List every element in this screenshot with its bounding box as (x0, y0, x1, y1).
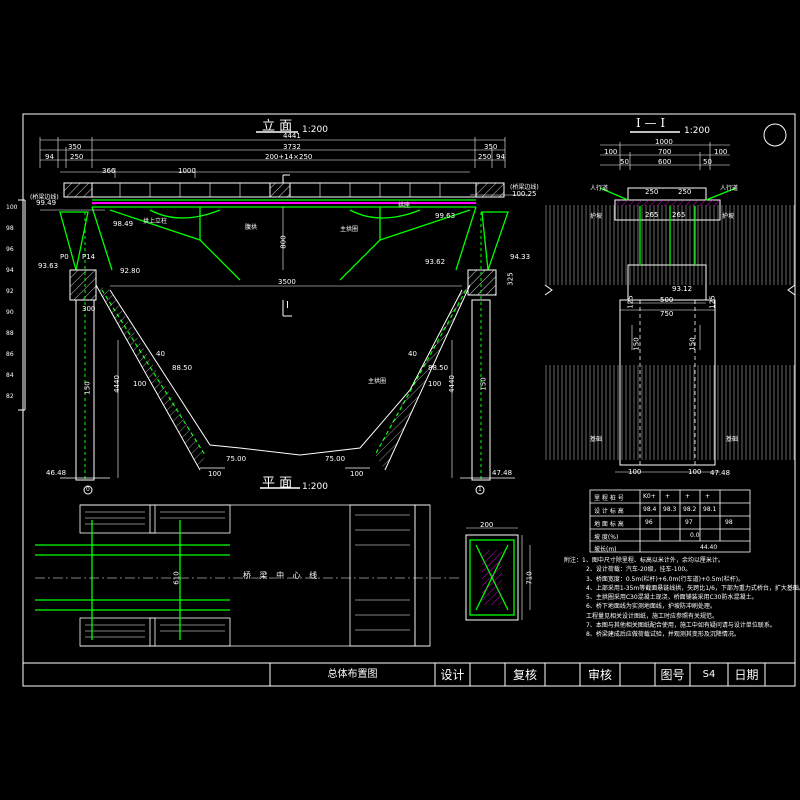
elevation-title: 立 面 (262, 119, 293, 134)
ruler-tick: 96 (6, 246, 14, 253)
ruler-tick: 94 (6, 267, 14, 274)
plan-title: 平 面 (262, 476, 293, 491)
section-view (544, 131, 796, 473)
ruler-tick: 92 (6, 288, 14, 295)
note-line: 6、桥下地面线为实测地面线，护坡防冲刷处理。 (586, 603, 716, 611)
title-block-dividers (269, 663, 766, 686)
plan-view (35, 487, 531, 647)
elevation-scale: 1:200 (302, 125, 328, 135)
scale-ruler: 100 98 96 94 92 90 88 86 84 82 (6, 197, 17, 407)
note-line: 4、上部采用1-35m等截面悬链线拱，矢跨比1/6，下部为重力式桥台，扩大基础。 (586, 584, 800, 592)
elevation-table (589, 489, 751, 553)
ruler-tick: 88 (6, 330, 14, 337)
drawing-no: S4 (702, 669, 716, 680)
note-line: 8、桥梁建成后应做荷载试验，并观测其变形及沉降情况。 (586, 631, 740, 639)
design-label: 设计 (440, 668, 465, 682)
note-line: 2、设计荷载：汽车-20级，挂车-100。 (586, 566, 692, 574)
ruler-tick: 84 (6, 372, 14, 379)
drawing-name: 总体布置图 (327, 669, 378, 680)
section-scale: 1:200 (684, 126, 710, 136)
ruler-tick: 100 (6, 204, 18, 211)
note-line: 附注：1、图中尺寸除里程、标高以米计外，余均以厘米计。 (564, 557, 724, 564)
note-line: 5、主拱圈采用C30混凝土现浇，桥面铺装采用C30防水混凝土。 (586, 594, 758, 602)
section-title: I — I (636, 116, 666, 130)
sheet-stamp-circle (763, 123, 787, 147)
ruler-tick: 86 (6, 351, 14, 358)
note-line: 7、本图与其他相关图纸配合使用，施工中如有疑问请与设计单位联系。 (586, 622, 776, 630)
note-line: 工程量见相关设计图纸，施工时应参照有关规范。 (586, 612, 719, 620)
plan-scale: 1:200 (302, 482, 328, 492)
ruler-tick: 82 (6, 393, 14, 400)
elevation-view (18, 131, 530, 495)
review-label: 复核 (512, 668, 537, 682)
date-label: 日期 (734, 668, 759, 682)
approve-label: 审核 (587, 668, 612, 682)
note-line: 3、桥面宽度：0.5m(栏杆)+6.0m(行车道)+0.5m(栏杆)。 (586, 575, 745, 583)
drawing-no-label: 图号 (660, 668, 685, 682)
ruler-tick: 98 (6, 225, 14, 232)
notes-block: 附注：1、图中尺寸除里程、标高以米计外，余均以厘米计。 2、设计荷载：汽车-20… (564, 556, 800, 640)
ruler-tick: 90 (6, 309, 14, 316)
